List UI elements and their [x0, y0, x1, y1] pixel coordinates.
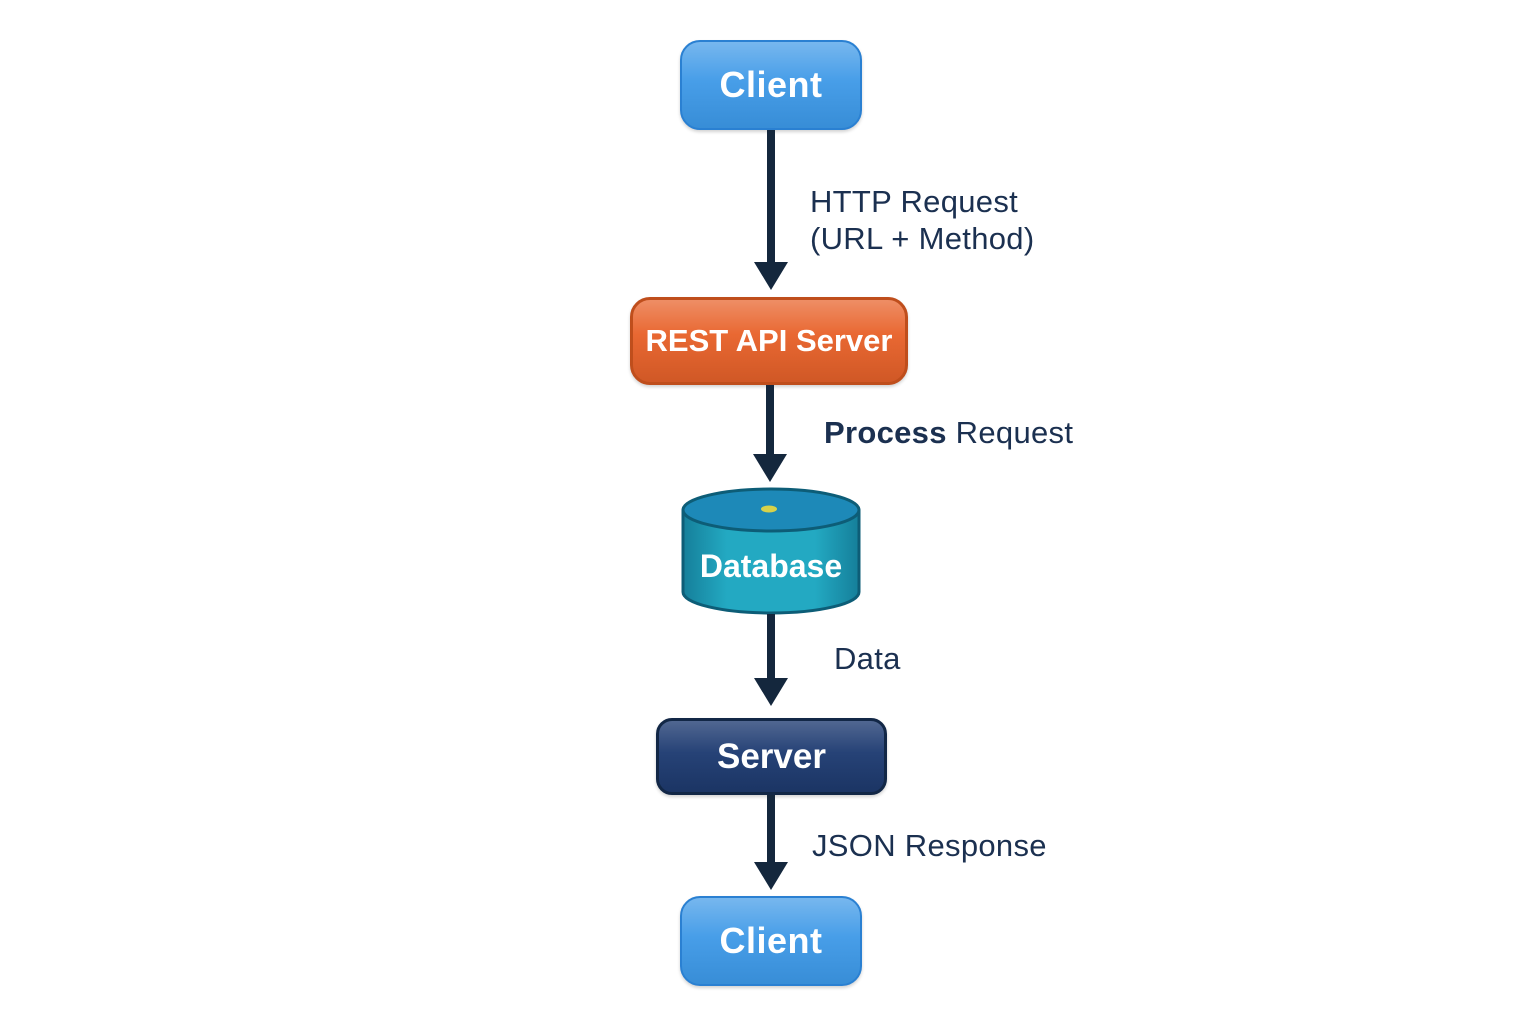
edge-label-line1: HTTP Request	[810, 184, 1019, 219]
arrow-head-icon	[754, 678, 788, 706]
edge-label-process-request: Process Request	[824, 414, 1073, 451]
arrow-server-to-client	[754, 795, 788, 890]
arrow-head-icon	[754, 262, 788, 290]
edge-label-regular-part: Request	[955, 415, 1074, 450]
node-client-top-label: Client	[719, 64, 823, 105]
edge-label-line2: (URL + Method)	[810, 221, 1035, 256]
database-cylinder-icon	[681, 487, 861, 615]
database-top-dot	[761, 505, 777, 513]
arrow-stem	[767, 795, 775, 862]
arrow-database-to-server	[754, 614, 788, 706]
node-rest-api-server: REST API Server	[630, 297, 908, 385]
arrow-stem	[767, 130, 775, 262]
edge-label-json-response: JSON Response	[812, 828, 1047, 863]
node-client-bottom-label: Client	[719, 920, 823, 961]
edge-label-http-request: HTTP Request (URL + Method)	[810, 183, 1034, 257]
node-client-top: Client	[680, 40, 862, 130]
arrow-head-icon	[753, 454, 787, 482]
arrow-stem	[766, 385, 774, 454]
arrow-rest-to-database	[753, 385, 787, 482]
edge-label-data: Data	[834, 641, 901, 676]
node-server: Server	[656, 718, 887, 795]
edge-label-bold-part: Process	[824, 415, 947, 450]
node-database-label: Database	[699, 548, 843, 584]
arrow-head-icon	[754, 862, 788, 890]
node-client-bottom: Client	[680, 896, 862, 986]
node-rest-api-server-label: REST API Server	[645, 323, 893, 358]
node-server-label: Server	[717, 736, 826, 776]
arrow-client-to-rest	[754, 130, 788, 290]
arrow-stem	[767, 614, 775, 678]
